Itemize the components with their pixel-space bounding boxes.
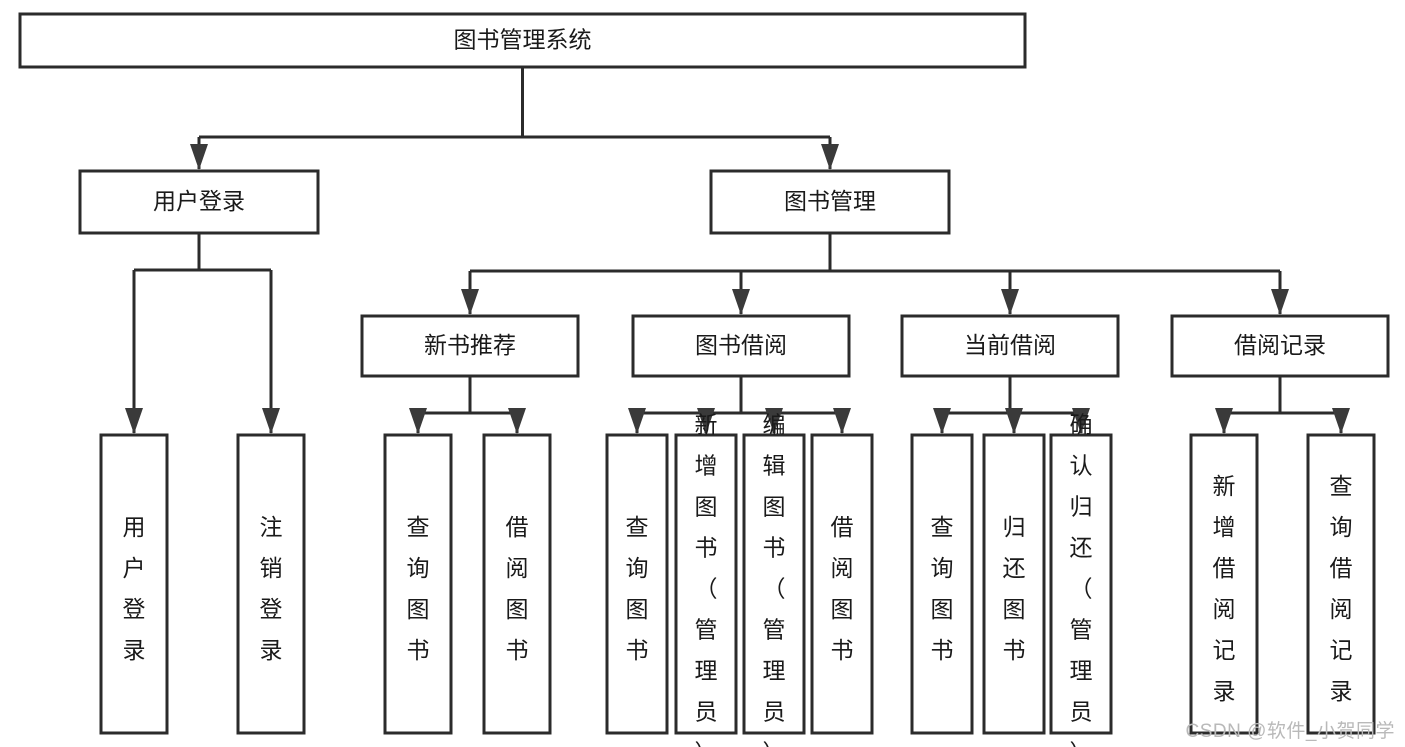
node-label-leaf-edit-book-admin: 编辑图书（管理员）: [763, 411, 786, 747]
nodes-layer: 图书管理系统用户登录图书管理新书推荐图书借阅当前借阅借阅记录用户登录注销登录查询…: [18, 12, 1390, 747]
node-label-leaf-user-logout: 注销登录: [260, 514, 283, 663]
arrow-head-icon-leaf-query-book-current: [933, 408, 951, 434]
node-label-user-login: 用户登录: [153, 188, 245, 214]
node-box-leaf-add-borrow-record: [1189, 433, 1259, 735]
node-borrow-record[interactable]: 借阅记录: [1170, 314, 1390, 378]
node-label-leaf-confirm-return-admin: 确认归还（管理员）: [1070, 411, 1093, 747]
node-box-book-borrow: [631, 314, 851, 378]
node-leaf-return-book[interactable]: 归还图书: [982, 433, 1046, 735]
arrow-head-icon-new-book-rec: [461, 289, 479, 315]
arrow-head-icon-leaf-edit-book-admin: [765, 408, 783, 434]
node-label-leaf-query-book-current: 查询图书: [931, 514, 954, 663]
csdn-watermark: CSDN @软件_小贺同学: [1185, 721, 1395, 742]
node-label-current-borrow: 当前借阅: [964, 332, 1056, 358]
node-leaf-query-book-current[interactable]: 查询图书: [910, 433, 974, 735]
node-label-leaf-query-book-borrow: 查询图书: [626, 514, 649, 663]
node-label-leaf-return-book: 归还图书: [1003, 514, 1026, 663]
node-box-leaf-user-login: [99, 433, 169, 735]
node-box-leaf-query-book-borrow: [605, 433, 669, 735]
arrow-head-icon-book-manage: [821, 144, 839, 170]
node-box-borrow-record: [1170, 314, 1390, 378]
node-label-leaf-add-book-admin: 新增图书（管理员）: [695, 411, 718, 747]
node-leaf-user-login[interactable]: 用户登录: [99, 433, 169, 735]
node-label-root: 图书管理系统: [454, 27, 592, 53]
node-leaf-query-book-rec[interactable]: 查询图书: [383, 433, 453, 735]
arrow-head-icon-leaf-add-borrow-record: [1215, 408, 1233, 434]
node-box-leaf-edit-book-admin: [742, 433, 806, 735]
node-box-leaf-borrow-book-rec: [482, 433, 552, 735]
node-leaf-query-borrow-record[interactable]: 查询借阅记录: [1306, 433, 1376, 735]
arrow-head-icon-leaf-query-book-rec: [409, 408, 427, 434]
node-book-manage[interactable]: 图书管理: [709, 169, 951, 235]
node-box-root: [18, 12, 1027, 69]
node-new-book-rec[interactable]: 新书推荐: [360, 314, 580, 378]
node-box-leaf-query-book-current: [910, 433, 974, 735]
node-leaf-borrow-book-rec[interactable]: 借阅图书: [482, 433, 552, 735]
node-box-leaf-query-borrow-record: [1306, 433, 1376, 735]
node-label-book-borrow: 图书借阅: [695, 332, 787, 358]
node-label-leaf-query-book-rec: 查询图书: [407, 514, 430, 663]
node-box-book-manage: [709, 169, 951, 235]
arrow-head-icon-leaf-add-book-admin: [697, 408, 715, 434]
node-root[interactable]: 图书管理系统: [18, 12, 1027, 69]
node-leaf-edit-book-admin[interactable]: 编辑图书（管理员）: [742, 411, 806, 747]
node-current-borrow[interactable]: 当前借阅: [900, 314, 1120, 378]
arrow-head-icon-leaf-user-login: [125, 408, 143, 434]
edges-layer: [125, 67, 1350, 434]
node-box-leaf-return-book: [982, 433, 1046, 735]
arrow-head-icon-leaf-query-borrow-record: [1332, 408, 1350, 434]
node-label-borrow-record: 借阅记录: [1234, 332, 1326, 358]
arrow-head-icon-leaf-confirm-return-admin: [1072, 408, 1090, 434]
node-user-login[interactable]: 用户登录: [78, 169, 320, 235]
arrow-head-icon-user-login: [190, 144, 208, 170]
arrow-head-icon-book-borrow: [732, 289, 750, 315]
node-box-leaf-query-book-rec: [383, 433, 453, 735]
node-box-leaf-confirm-return-admin: [1049, 433, 1113, 735]
node-label-leaf-query-borrow-record: 查询借阅记录: [1330, 473, 1353, 704]
arrow-head-icon-leaf-user-logout: [262, 408, 280, 434]
node-box-new-book-rec: [360, 314, 580, 378]
arrow-head-icon-borrow-record: [1271, 289, 1289, 315]
arrow-head-icon-leaf-borrow-book-rec: [508, 408, 526, 434]
node-leaf-add-borrow-record[interactable]: 新增借阅记录: [1189, 433, 1259, 735]
node-label-leaf-add-borrow-record: 新增借阅记录: [1213, 473, 1236, 704]
node-box-user-login: [78, 169, 320, 235]
node-label-leaf-borrow-book: 借阅图书: [831, 514, 854, 663]
node-label-leaf-user-login: 用户登录: [123, 514, 146, 663]
node-box-leaf-user-logout: [236, 433, 306, 735]
arrow-head-icon-leaf-query-book-borrow: [628, 408, 646, 434]
node-leaf-user-logout[interactable]: 注销登录: [236, 433, 306, 735]
node-leaf-add-book-admin[interactable]: 新增图书（管理员）: [674, 411, 738, 747]
node-label-leaf-borrow-book-rec: 借阅图书: [506, 514, 529, 663]
node-box-current-borrow: [900, 314, 1120, 378]
arrow-head-icon-current-borrow: [1001, 289, 1019, 315]
arrow-head-icon-leaf-return-book: [1005, 408, 1023, 434]
node-leaf-borrow-book[interactable]: 借阅图书: [810, 433, 874, 735]
node-leaf-confirm-return-admin[interactable]: 确认归还（管理员）: [1049, 411, 1113, 747]
node-box-leaf-add-book-admin: [674, 433, 738, 735]
node-label-new-book-rec: 新书推荐: [424, 332, 516, 358]
node-label-book-manage: 图书管理: [784, 188, 876, 214]
node-book-borrow[interactable]: 图书借阅: [631, 314, 851, 378]
arrow-head-icon-leaf-borrow-book: [833, 408, 851, 434]
node-leaf-query-book-borrow[interactable]: 查询图书: [605, 433, 669, 735]
node-box-leaf-borrow-book: [810, 433, 874, 735]
